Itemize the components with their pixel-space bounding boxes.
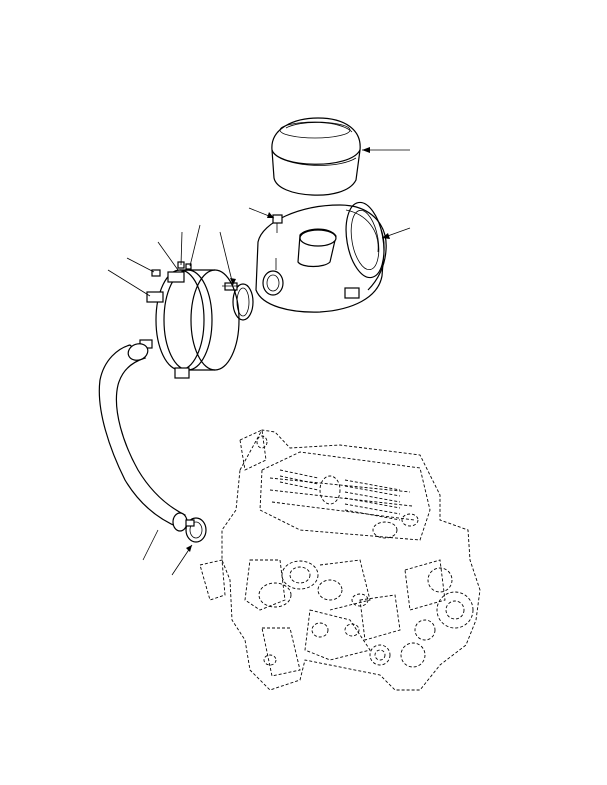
air-cleaner-housing — [255, 201, 387, 313]
engine — [199, 429, 481, 691]
air-cleaner-cover — [271, 117, 361, 196]
callout-leader-lines — [107, 147, 411, 576]
air-cleaner-bracket — [139, 261, 240, 379]
intake-hose — [98, 343, 188, 532]
fitting — [272, 214, 283, 233]
clamp-lower — [185, 517, 207, 543]
